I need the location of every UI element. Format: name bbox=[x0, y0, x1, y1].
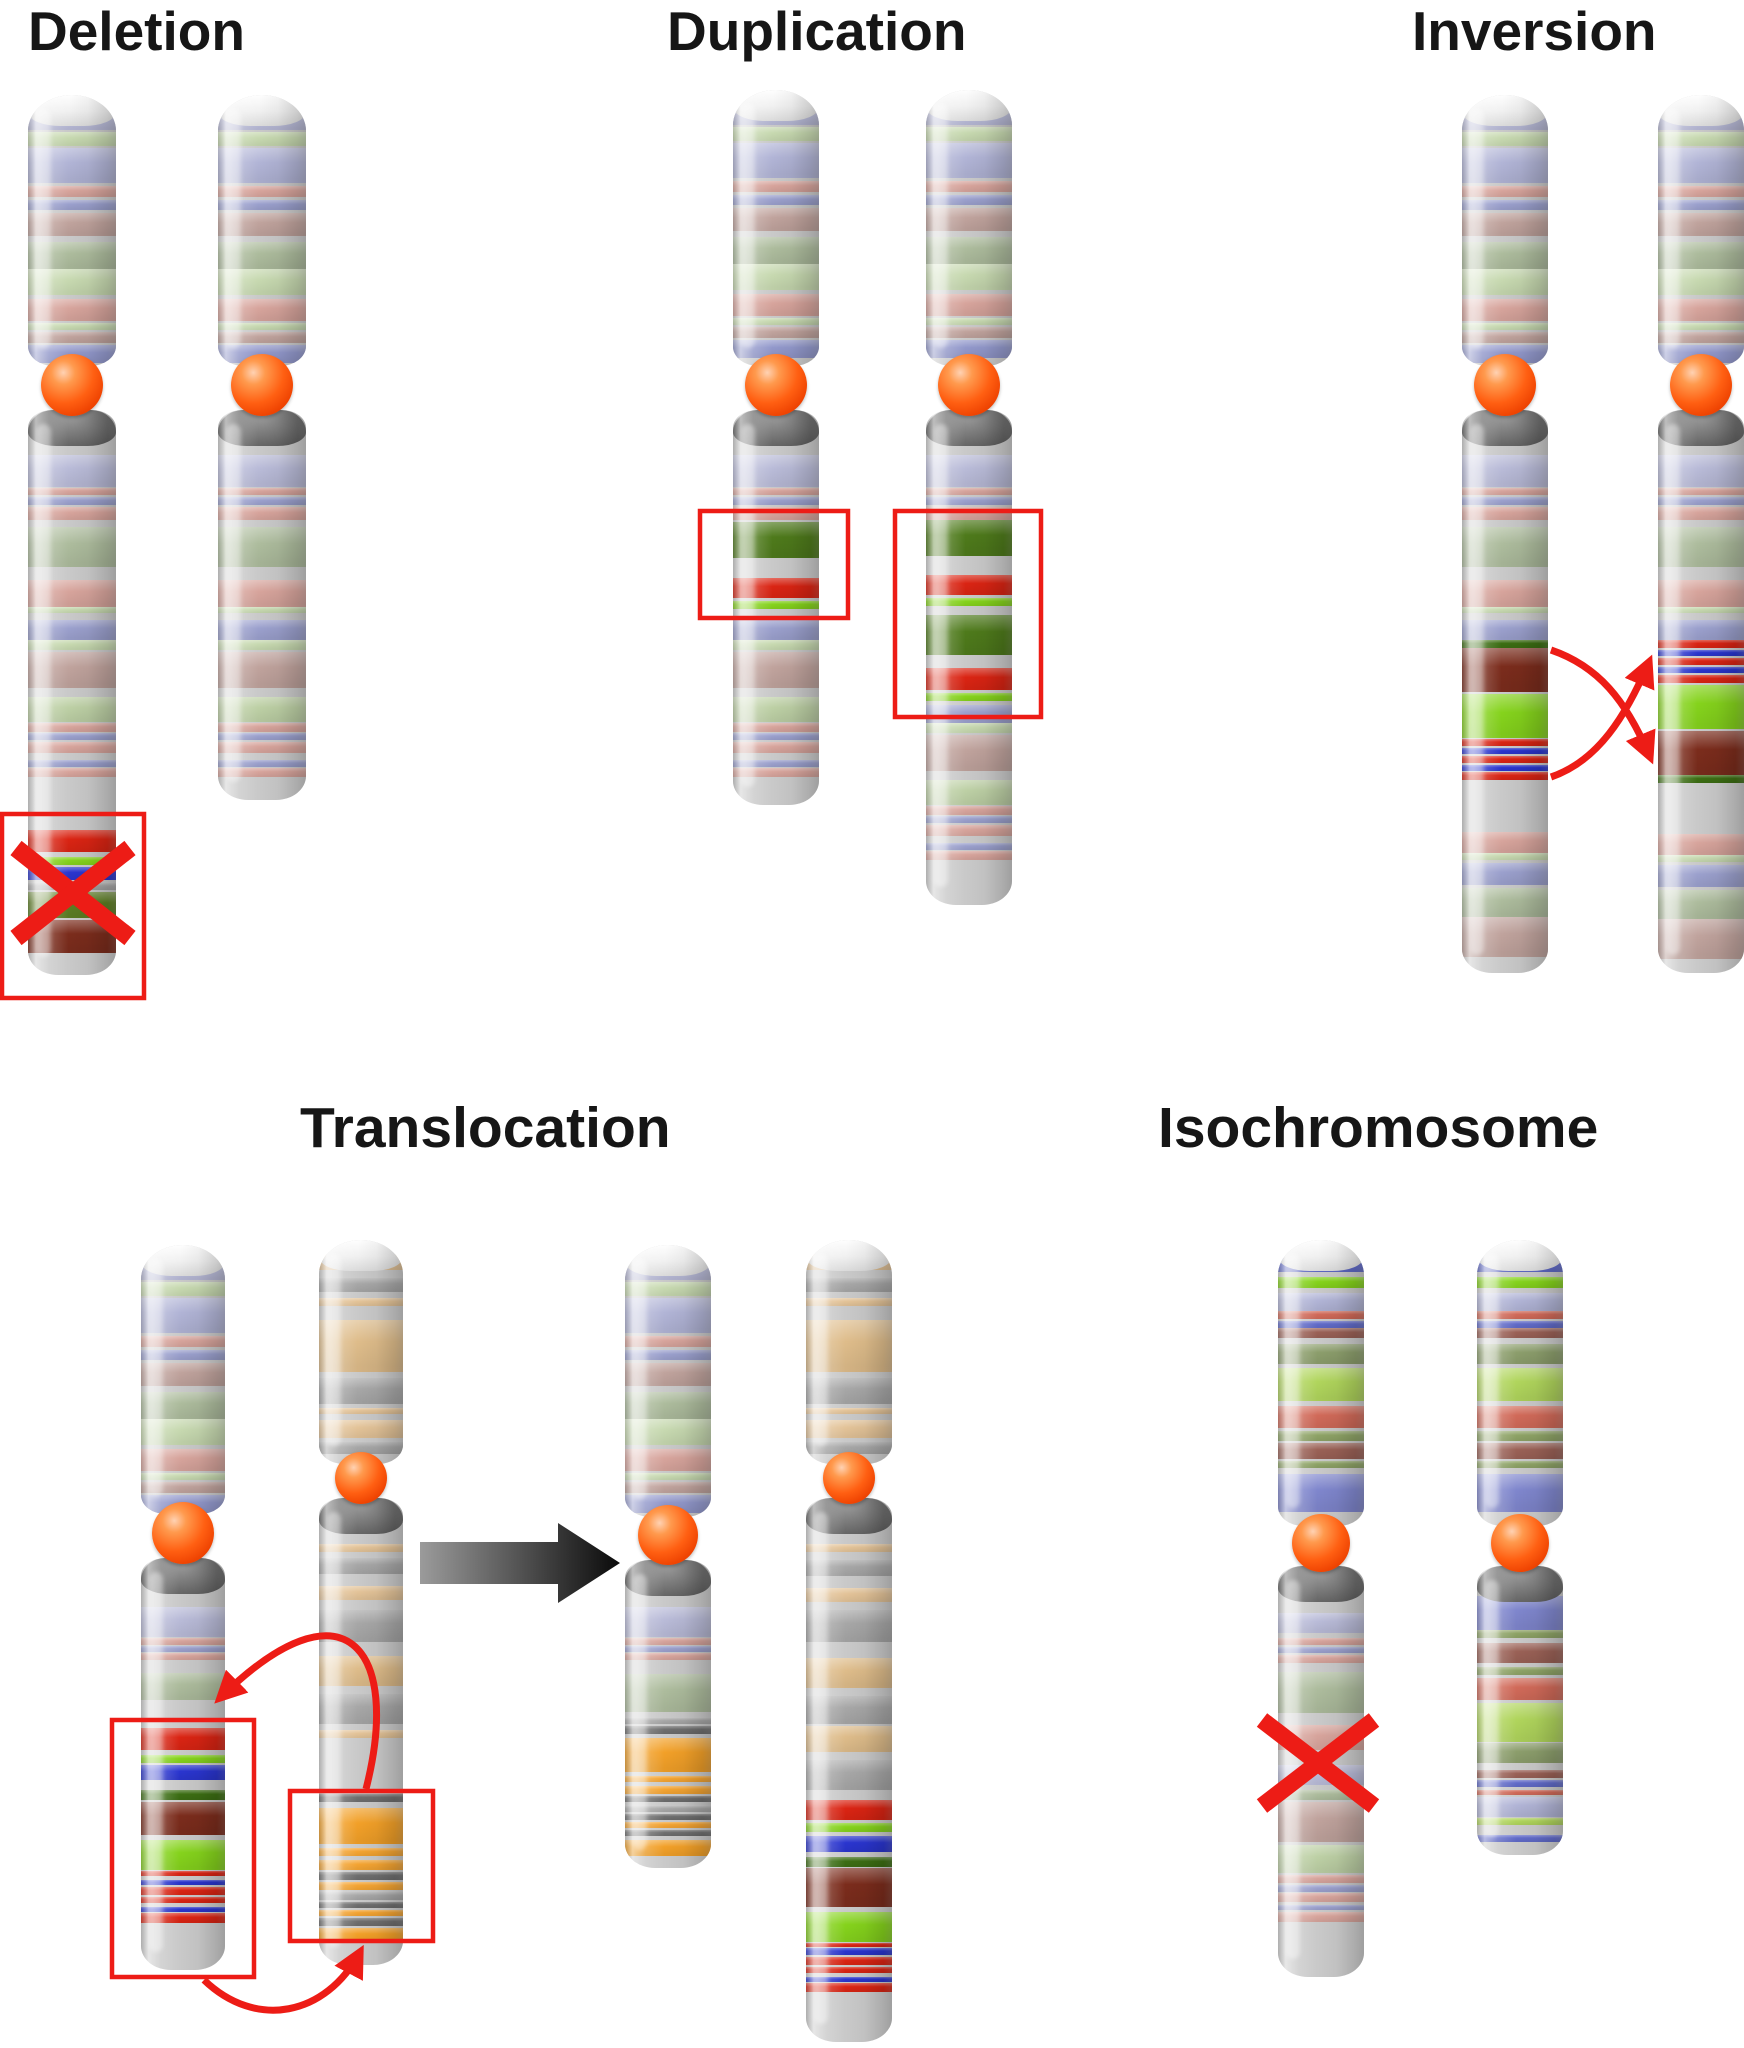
translocation-chromosome-b bbox=[319, 0, 403, 2048]
inversion-arrow-up bbox=[1549, 654, 1655, 781]
q-arm bbox=[926, 410, 1012, 905]
section-title-deletion: Deletion bbox=[28, 0, 245, 62]
centromere bbox=[231, 354, 293, 416]
q-arm bbox=[1477, 1566, 1563, 1855]
p-arm bbox=[28, 95, 116, 366]
translocation-result-a bbox=[625, 0, 711, 2048]
deletion-chromosome-normal bbox=[218, 0, 306, 2048]
p-arm bbox=[218, 95, 306, 366]
centromere bbox=[1474, 354, 1536, 416]
q-arm bbox=[733, 410, 819, 805]
deletion-chromosome-with-deletion bbox=[28, 0, 116, 2048]
centromere bbox=[745, 354, 807, 416]
centromere bbox=[823, 1452, 875, 1504]
duplication-chromosome-with-duplication bbox=[926, 0, 1012, 2048]
inversion-chromosome-1 bbox=[1462, 0, 1548, 2048]
p-arm bbox=[319, 1240, 403, 1464]
centromere bbox=[938, 354, 1000, 416]
inversion-arrow-down bbox=[1549, 646, 1656, 765]
inversion-chromosome-2 bbox=[1658, 0, 1744, 2048]
centromere bbox=[1491, 1514, 1549, 1572]
centromere bbox=[638, 1505, 698, 1565]
p-arm bbox=[806, 1240, 892, 1464]
result-arrow bbox=[420, 1523, 620, 1603]
p-arm bbox=[1658, 95, 1744, 366]
p-arm bbox=[1477, 1240, 1563, 1526]
q-arm bbox=[1278, 1566, 1364, 1977]
p-arm bbox=[1462, 95, 1548, 366]
centromere bbox=[335, 1452, 387, 1504]
p-arm bbox=[141, 1245, 225, 1514]
centromere bbox=[152, 1502, 214, 1564]
p-arm bbox=[625, 1245, 711, 1517]
translocation-result-b bbox=[806, 0, 892, 2048]
q-arm bbox=[806, 1498, 892, 2042]
p-arm bbox=[733, 90, 819, 366]
translocation-chromosome-a bbox=[141, 0, 225, 2048]
q-arm bbox=[218, 410, 306, 800]
p-arm bbox=[1278, 1240, 1364, 1526]
p-arm bbox=[926, 90, 1012, 366]
centromere bbox=[41, 354, 103, 416]
q-arm bbox=[625, 1560, 711, 1868]
section-title-inversion: Inversion bbox=[1412, 0, 1657, 62]
isochromosome-iso bbox=[1477, 0, 1563, 2048]
q-arm bbox=[319, 1498, 403, 1965]
q-arm bbox=[1462, 410, 1548, 973]
isochromosome-normal bbox=[1278, 0, 1364, 2048]
q-arm bbox=[1658, 410, 1744, 973]
q-arm bbox=[141, 1558, 225, 1970]
q-arm bbox=[28, 410, 116, 975]
section-title-translocation: Translocation bbox=[300, 1096, 671, 1160]
section-title-duplication: Duplication bbox=[667, 0, 967, 62]
centromere bbox=[1670, 354, 1732, 416]
section-title-isochromosome: Isochromosome bbox=[1158, 1096, 1599, 1160]
centromere bbox=[1292, 1514, 1350, 1572]
